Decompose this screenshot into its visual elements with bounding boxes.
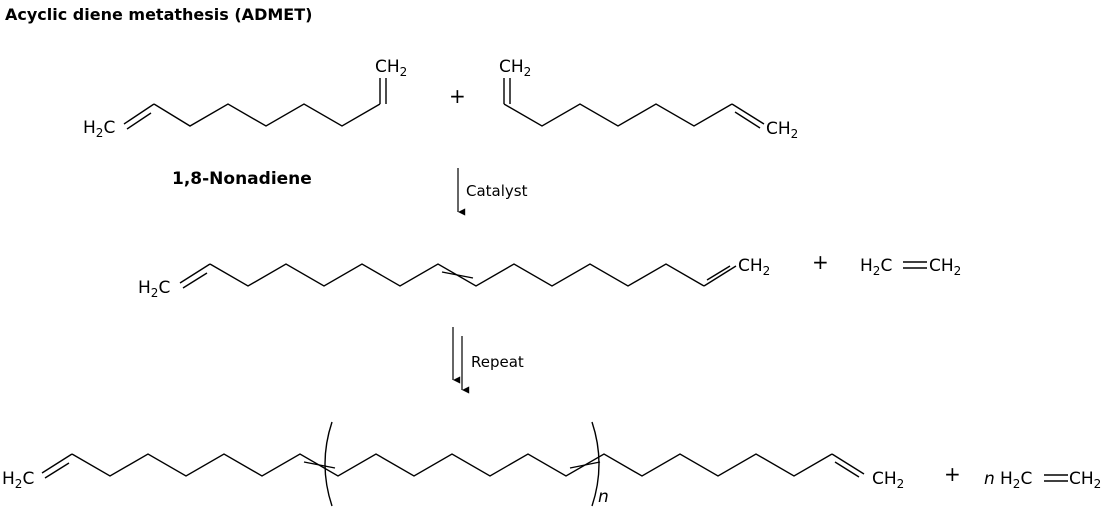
svg-text:CH2: CH2 (1069, 469, 1101, 491)
reactant-2-ch2-label: CH2 (499, 57, 531, 79)
ethylene-1: H2C CH2 (860, 256, 961, 278)
repeat-unit-subscript: n (598, 487, 609, 507)
coefficient-n: n (984, 469, 995, 489)
plus-sign-2: + (812, 250, 829, 274)
condition-repeat: Repeat (471, 353, 524, 371)
svg-text:H2C: H2C (1000, 469, 1032, 491)
reactant-1-h2c-label: H2C (83, 118, 115, 140)
reactant-1-skeleton (123, 78, 387, 130)
dimer-h2c-label: H2C (138, 278, 170, 300)
svg-text:CH2: CH2 (929, 256, 961, 278)
ethylene-2: n H2C CH2 (984, 469, 1101, 491)
plus-sign-3: + (944, 462, 961, 486)
dimer-skeleton (179, 263, 737, 289)
plus-sign-1: + (449, 84, 466, 108)
reactant-name-label: 1,8-Nonadiene (172, 169, 312, 189)
condition-catalyst: Catalyst (466, 182, 528, 200)
scheme-title: Acyclic diene metathesis (ADMET) (5, 5, 312, 24)
dimer-ch2-label: CH2 (738, 256, 770, 278)
reactant-2-ch2-label-end: CH2 (766, 119, 798, 141)
svg-text:H2C: H2C (860, 256, 892, 278)
reactant-2-skeleton (503, 78, 765, 129)
polymer-ch2-label: CH2 (872, 469, 904, 491)
reactant-1-ch2-label: CH2 (375, 57, 407, 79)
polymer-h2c-label: H2C (2, 469, 34, 491)
polymer-skeleton (41, 421, 865, 507)
